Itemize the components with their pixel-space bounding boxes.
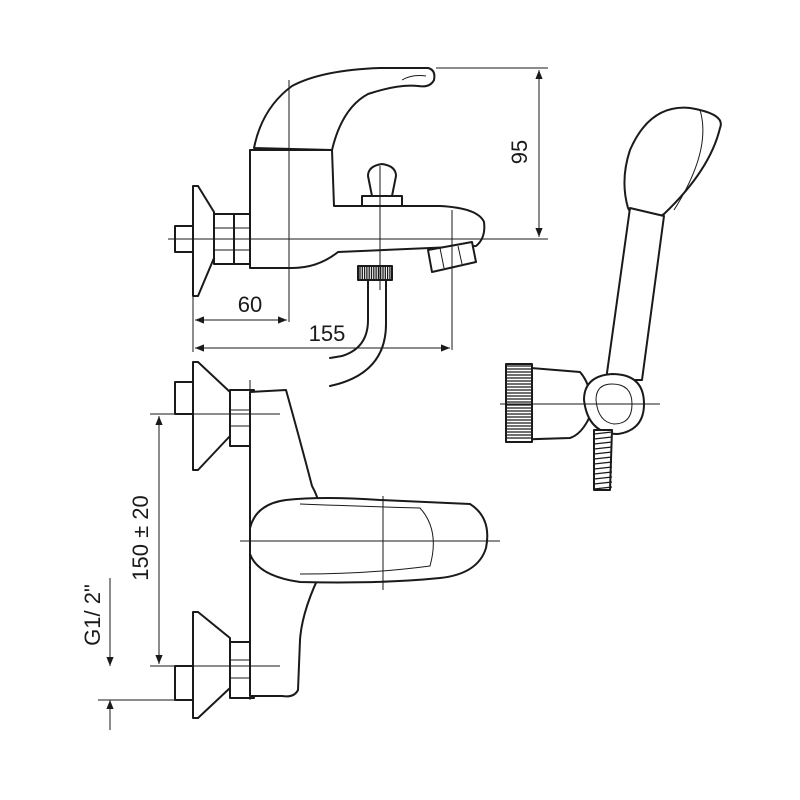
front-view-upper-flange <box>192 361 231 471</box>
side-view-hose-connector <box>357 265 393 281</box>
dim-label-depth-spout: 155 <box>309 321 346 346</box>
front-view-upper-connector <box>174 381 194 415</box>
side-view-diverter-base <box>361 195 403 207</box>
hand-shower-head <box>623 106 722 222</box>
front-view-lever <box>249 497 489 584</box>
side-view-lever-handle <box>253 67 436 151</box>
side-view-diverter-knob <box>367 163 397 197</box>
wall-bracket-knurled-base <box>505 363 533 443</box>
dim-label-depth-wall: 60 <box>238 292 262 317</box>
hose-rib-line <box>593 451 613 455</box>
hose-rib-line <box>593 466 613 470</box>
hose-rib-line <box>593 471 613 475</box>
hose-rib-line <box>593 436 613 440</box>
hose-rib-line <box>593 431 613 435</box>
front-view-lower-flange <box>192 611 231 719</box>
hose-rib-line <box>593 486 613 490</box>
side-view: 95 60 155 <box>168 67 548 387</box>
side-view-hose <box>329 279 387 387</box>
hose-rib-line <box>593 461 613 465</box>
shower-hose <box>593 429 613 491</box>
front-view-lower-connector <box>174 665 194 701</box>
hose-rib-line <box>593 441 613 445</box>
hose-rib-line <box>593 481 613 485</box>
dim-label-connection-thread: G1/ 2" <box>80 584 105 646</box>
hose-rib-line <box>593 446 613 450</box>
hose-rib-line <box>593 456 613 460</box>
hand-shower <box>500 106 722 491</box>
dim-label-height-top: 95 <box>507 140 532 164</box>
side-view-wall-flange <box>192 185 215 297</box>
hand-shower-handle <box>605 207 665 381</box>
dim-label-center-distance: 150 ± 20 <box>128 495 153 580</box>
hose-rib-line <box>593 476 613 480</box>
front-view: 150 ± 20 G1/ 2" <box>80 361 500 730</box>
